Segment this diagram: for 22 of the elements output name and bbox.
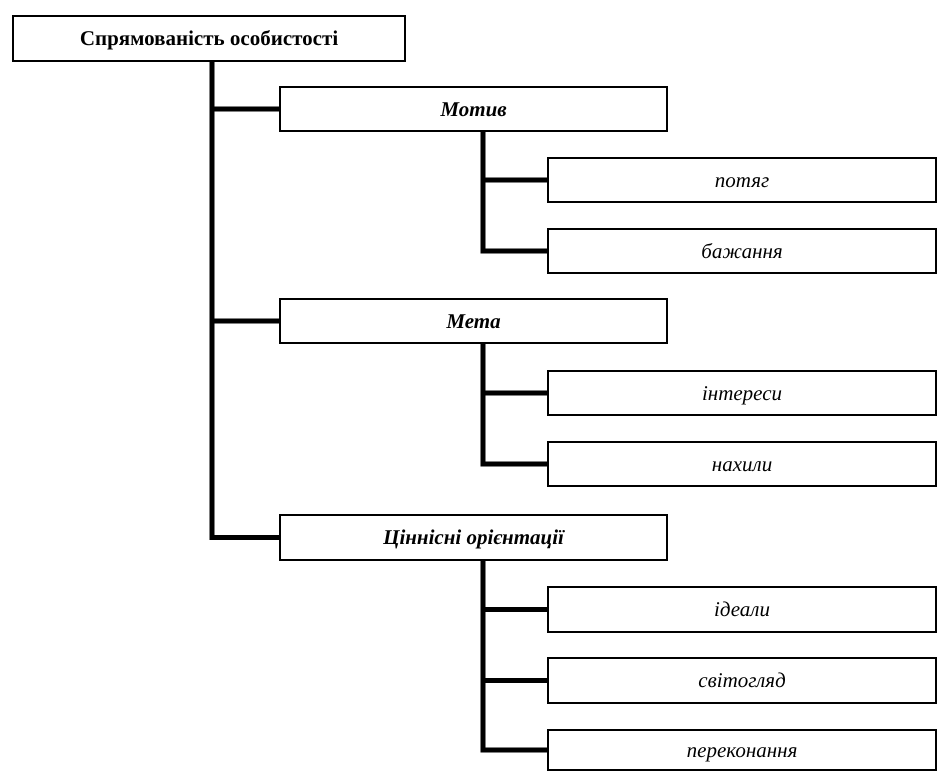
node-label: бажання <box>701 238 783 264</box>
node-label: світогляд <box>698 668 786 693</box>
node-label: потяг <box>714 168 770 192</box>
text-box <box>279 298 668 344</box>
node-label: Мета <box>446 308 501 334</box>
node-label: Ціннісні орієнтації <box>383 525 564 550</box>
node-label: інтереси <box>702 380 782 406</box>
node-label: Мотив <box>440 96 507 122</box>
text-box <box>547 157 937 203</box>
text-box <box>12 15 406 62</box>
text-box <box>279 86 668 132</box>
text-box <box>547 441 937 487</box>
text-box <box>547 586 937 633</box>
node-label: ідеали <box>714 597 770 622</box>
node-label: переконання <box>686 738 798 762</box>
text-box <box>547 370 937 416</box>
text-box <box>279 514 668 561</box>
text-box <box>547 228 937 274</box>
text-box <box>547 729 937 771</box>
node-label: Спрямованість особистості <box>80 26 338 51</box>
node-label: нахили <box>712 452 772 476</box>
text-box <box>547 657 937 704</box>
